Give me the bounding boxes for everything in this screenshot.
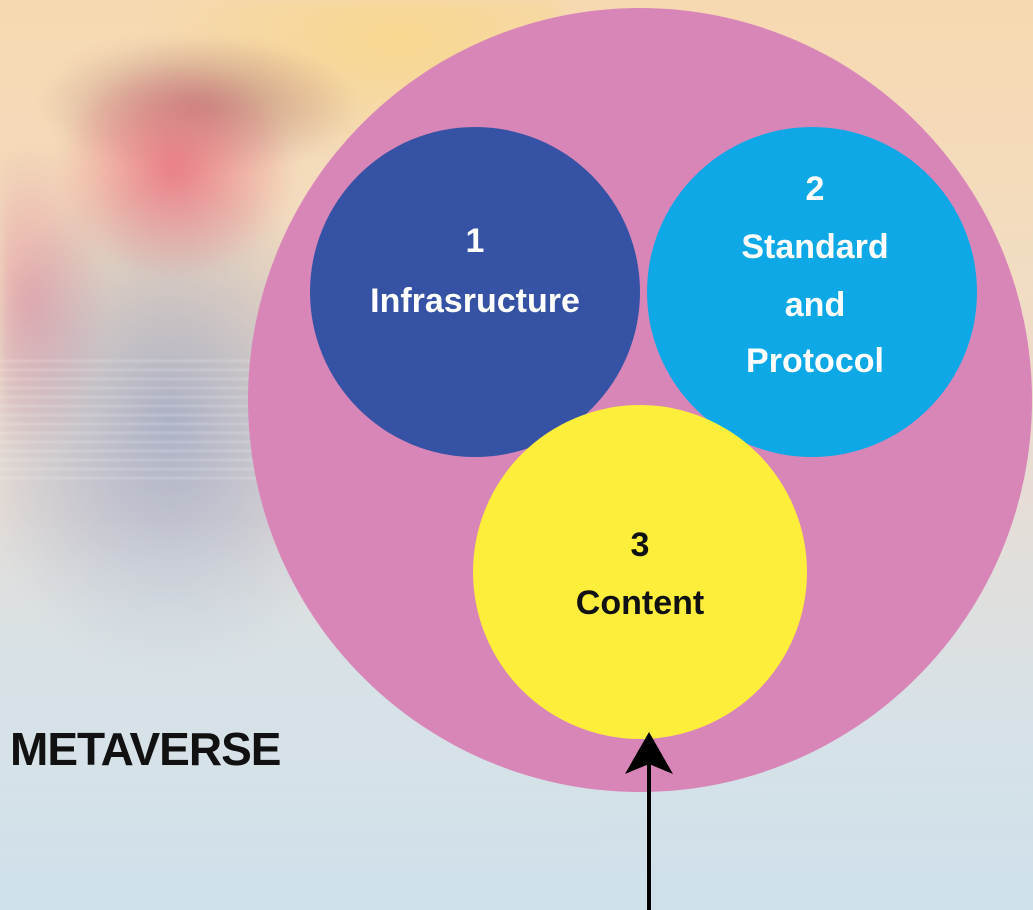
content-label: Content [576, 584, 704, 622]
infrastructure-label: Infrasructure [370, 282, 580, 320]
infrastructure-circle [310, 127, 640, 457]
content-circle [473, 405, 807, 739]
standard-protocol-line-1: Standard [741, 228, 888, 266]
standard-protocol-line-2: and [785, 286, 845, 324]
metaverse-title: METAVERSE [10, 723, 280, 775]
standard-protocol-number: 2 [806, 170, 825, 208]
standard-protocol-circle [647, 127, 977, 457]
infrastructure-number: 1 [466, 222, 485, 260]
content-number: 3 [631, 526, 650, 564]
standard-protocol-line-3: Protocol [746, 342, 884, 380]
arrow-head [625, 732, 673, 774]
